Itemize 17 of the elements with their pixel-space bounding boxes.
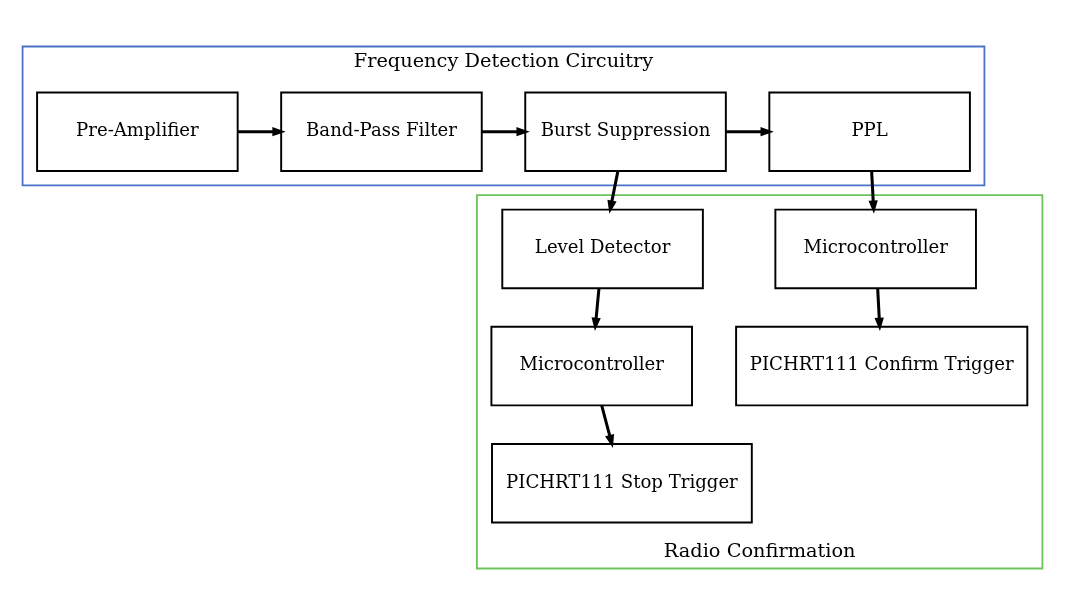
node-box: PICHRT111 Stop Trigger: [491, 443, 753, 524]
node-box: Level Detector: [501, 208, 704, 290]
arrow: [607, 170, 620, 214]
node-box: PICHRT111 Confirm Trigger: [735, 325, 1029, 407]
node-box: Burst Suppression: [524, 91, 727, 172]
arrow: [874, 288, 884, 331]
arrow: [600, 405, 615, 449]
node-box: Microcontroller: [774, 208, 977, 290]
arrow: [482, 127, 530, 137]
node-box: Band-Pass Filter: [280, 91, 483, 172]
arrow: [868, 171, 878, 214]
node-box: Pre-Amplifier: [36, 91, 239, 172]
node-box: PPL: [768, 91, 971, 172]
arrow: [237, 127, 286, 137]
arrow: [591, 288, 601, 331]
node-box: Microcontroller: [490, 325, 693, 407]
arrow: [726, 127, 774, 137]
